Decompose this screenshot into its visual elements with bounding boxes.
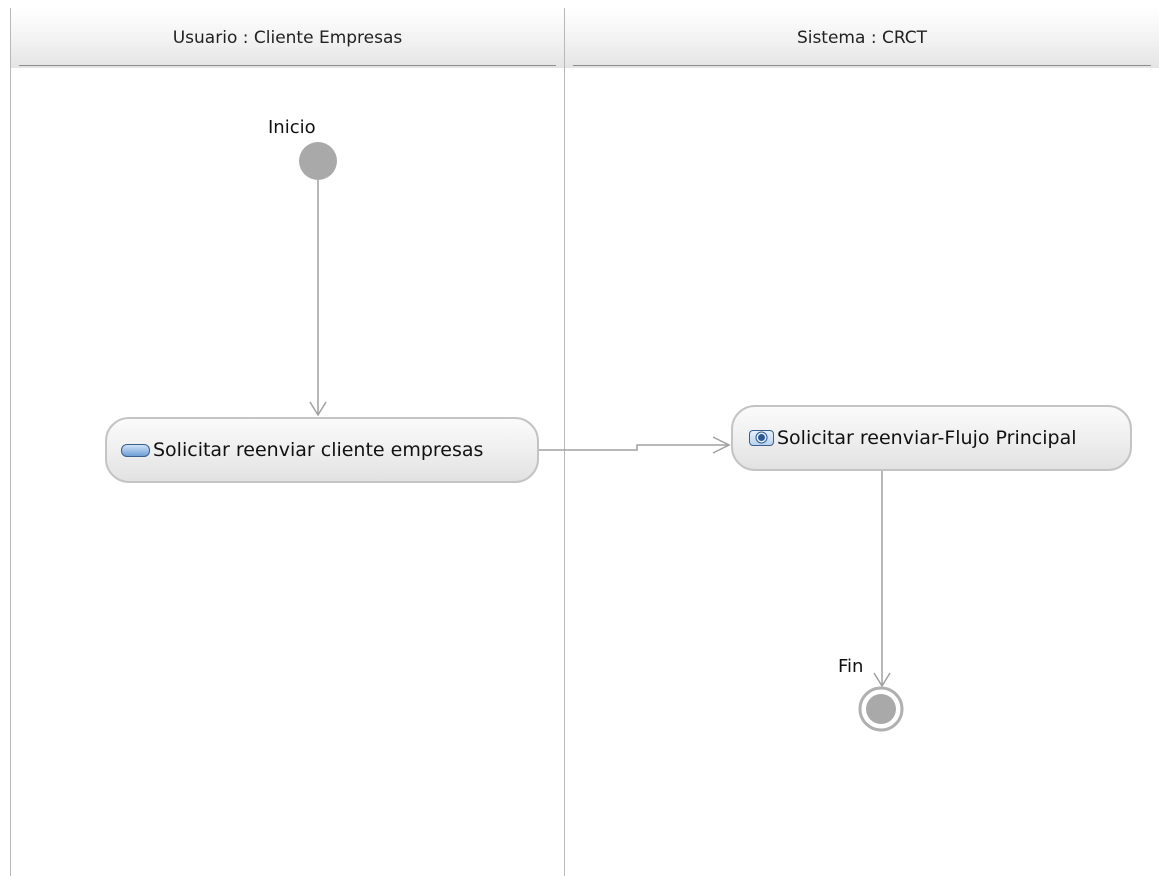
swimlane-title: Sistema : CRCT	[796, 28, 928, 48]
action-pill-icon	[121, 443, 150, 457]
action-label: Solicitar reenviar cliente empresas	[153, 439, 484, 461]
swimlane-header-rule	[19, 65, 556, 66]
swimlane-header-rule	[573, 65, 1151, 66]
swimlane-title: Usuario : Cliente Empresas	[172, 28, 403, 48]
swimlane-sistema: Sistema : CRCT	[565, 8, 1159, 876]
control-flow-edge[interactable]	[873, 471, 891, 688]
final-node[interactable]	[858, 686, 904, 732]
arrowhead-icon	[309, 401, 327, 417]
final-node-label: Fin	[838, 656, 864, 677]
swimlane-header: Sistema : CRCT	[565, 8, 1159, 68]
control-flow-edge[interactable]	[309, 180, 327, 417]
swimlane-usuario: Usuario : Cliente Empresas	[10, 8, 565, 876]
action-solicitar-reenviar-cliente-empresas[interactable]: Solicitar reenviar cliente empresas	[105, 417, 539, 483]
call-behavior-icon	[749, 430, 774, 446]
control-flow-edge[interactable]	[539, 436, 731, 454]
arrowhead-icon	[712, 436, 731, 454]
action-solicitar-reenviar-flujo-principal[interactable]: Solicitar reenviar-Flujo Principal	[731, 405, 1132, 471]
swimlane-header: Usuario : Cliente Empresas	[11, 8, 564, 68]
action-label: Solicitar reenviar-Flujo Principal	[777, 427, 1077, 449]
initial-node[interactable]	[299, 142, 337, 180]
initial-node-label: Inicio	[268, 117, 316, 138]
arrowhead-icon	[873, 672, 891, 688]
